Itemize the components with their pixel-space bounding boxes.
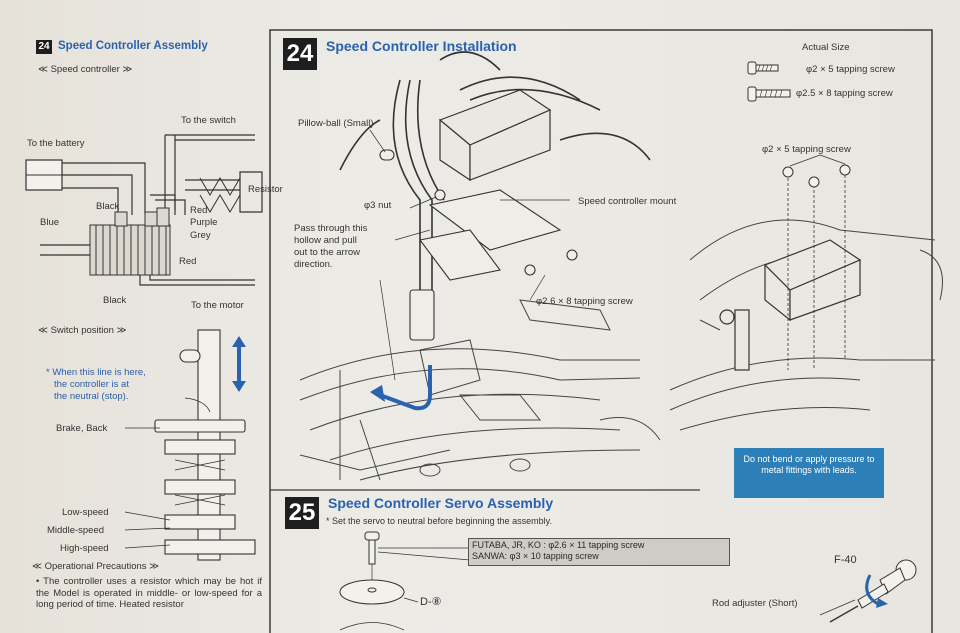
neutral-note-line-1: * When this line is here, — [46, 367, 146, 378]
servo-screw-line-2: SANWA: φ3 × 10 tapping screw — [472, 551, 599, 561]
screw-size-1: φ2 × 5 tapping screw — [806, 64, 895, 75]
label-high-speed: High-speed — [60, 543, 109, 554]
label-to-motor: To the motor — [191, 300, 244, 311]
pass-line-2: hollow and pull — [294, 235, 357, 246]
step-24-left-badge: 24 — [36, 40, 52, 54]
label-red-2: Red — [179, 256, 197, 267]
actual-size-label: Actual Size — [802, 42, 850, 53]
left-section-title: Speed Controller Assembly — [58, 40, 208, 52]
label-grey: Grey — [190, 230, 211, 241]
label-brake-back: Brake, Back — [56, 423, 108, 434]
step-24-title: Speed Controller Installation — [326, 38, 517, 54]
label-pillow-ball: Pillow-ball (Small) — [298, 118, 374, 129]
label-purple: Purple — [190, 217, 218, 228]
label-to-switch: To the switch — [181, 115, 236, 126]
left-subtitle: ≪ Speed controller ≫ — [38, 64, 133, 75]
switch-position-title: ≪ Switch position ≫ — [38, 325, 127, 336]
label-nut: φ3 nut — [364, 200, 392, 211]
label-black-1: Black — [96, 201, 120, 212]
label-black-2: Black — [103, 295, 127, 306]
precaution-text: • The controller uses a resistor which m… — [36, 576, 262, 610]
warning-box: Do not bend or apply pressure to metal f… — [734, 448, 884, 498]
servo-screw-box: FUTABA, JR, KO : φ2.6 × 11 tapping screw… — [468, 538, 730, 566]
label-middle-speed: Middle-speed — [47, 525, 105, 536]
pass-line-3: out to the arrow — [294, 247, 361, 258]
label-tapping-screw: φ2.6 × 8 tapping screw — [536, 296, 633, 307]
step-25-badge: 25 — [285, 497, 319, 529]
neutral-note-line-3: the neutral (stop). — [54, 391, 129, 402]
pass-line-1: Pass through this — [294, 223, 368, 234]
label-low-speed: Low-speed — [62, 507, 109, 518]
label-rod-adjuster: Rod adjuster (Short) — [712, 598, 798, 609]
neutral-note-line-2: the controller is at — [54, 379, 129, 390]
part-d8: D-⑧ — [420, 596, 442, 608]
label-resistor: Resistor — [248, 184, 283, 195]
step-25-title: Speed Controller Servo Assembly — [328, 495, 554, 511]
step-24-badge: 24 — [283, 38, 317, 70]
label-to-battery: To the battery — [27, 138, 85, 149]
label-blue: Blue — [40, 217, 60, 228]
screw-size-3: φ2 × 5 tapping screw — [762, 144, 851, 155]
label-red-1: Red — [190, 205, 208, 216]
pass-line-4: direction. — [294, 259, 333, 270]
part-f40: F-40 — [834, 554, 857, 566]
servo-screw-line-1: FUTABA, JR, KO : φ2.6 × 11 tapping screw — [472, 540, 645, 550]
precautions-title: ≪ Operational Precautions ≫ — [32, 561, 160, 572]
step-25-note: * Set the servo to neutral before beginn… — [326, 516, 552, 526]
label-mount: Speed controller mount — [578, 196, 677, 207]
screw-size-2: φ2.5 × 8 tapping screw — [796, 88, 893, 99]
